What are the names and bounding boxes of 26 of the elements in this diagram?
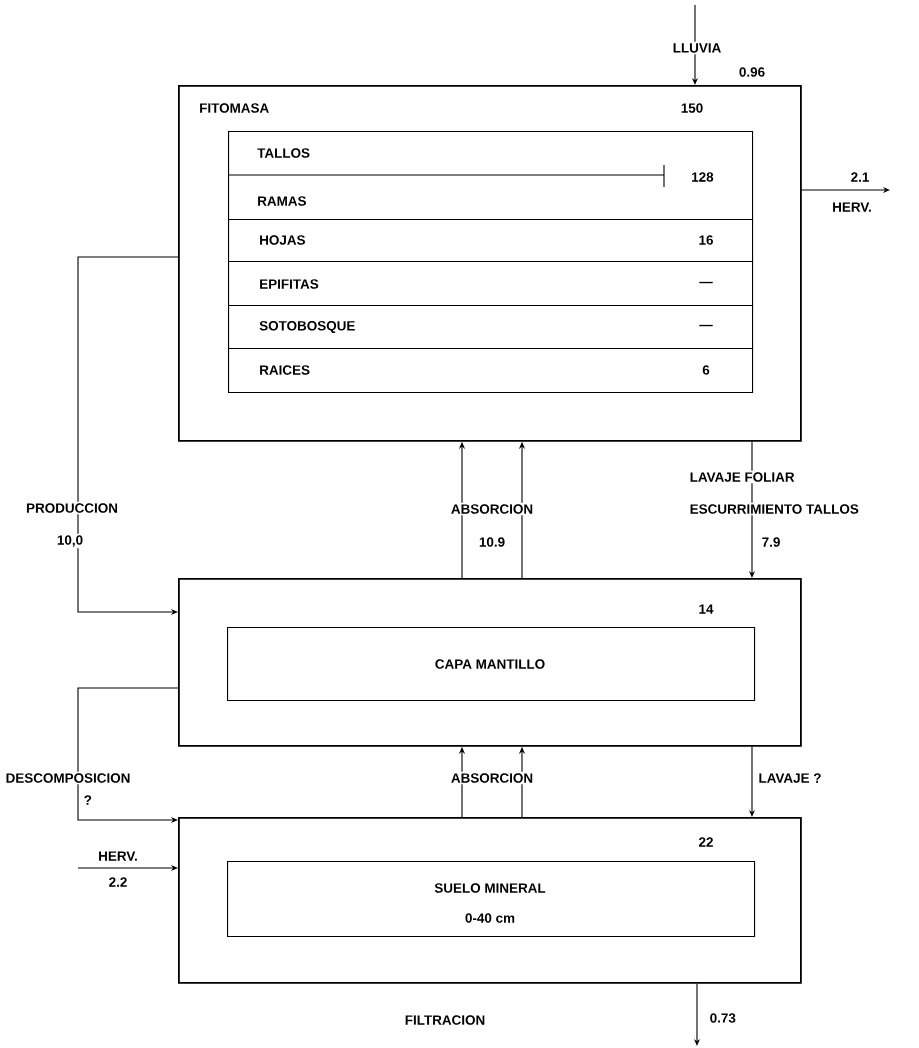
inner-box: CAPA MANTILLO: [227, 627, 756, 702]
flow-value: FILTRACION: [405, 1015, 485, 1025]
flow-value: HERV.: [833, 202, 871, 212]
edge-label: LAVAJE ?: [759, 773, 821, 783]
edge-label: ABSORCION: [449, 771, 535, 785]
edge-label: LLUVIA: [671, 41, 723, 55]
table-row: TALLOS RAMAS 128: [227, 131, 754, 221]
flow-value: 2.2: [109, 877, 127, 887]
flow-value: ?: [84, 795, 92, 805]
edge-label: 0.73: [710, 1013, 736, 1023]
flow-value: 7.9: [762, 537, 780, 547]
table-row: RAICES 6: [228, 348, 754, 394]
table-row: EPIFITAS —: [228, 261, 754, 307]
flow-value: 10.9: [479, 537, 505, 547]
edge-label: 2.1: [851, 172, 869, 182]
edge-label: ABSORCION: [449, 502, 535, 516]
edge-label: HERV.: [99, 851, 137, 861]
edge-label: DESCOMPOSICION: [4, 771, 132, 785]
edge-label: LAVAJE FOLIAR: [688, 470, 797, 484]
table-row: SOTOBOSQUE —: [228, 305, 754, 350]
flow-value: 0.96: [739, 67, 765, 77]
flow-value: 10,0: [55, 533, 85, 549]
flow-value: ESCURRIMIENTO TALLOS: [688, 502, 861, 516]
edge-label: PRODUCCION: [24, 501, 120, 515]
table-row: HOJAS 16: [228, 219, 754, 263]
inner-box: SUELO MINERAL 0-40 cm: [227, 861, 756, 938]
